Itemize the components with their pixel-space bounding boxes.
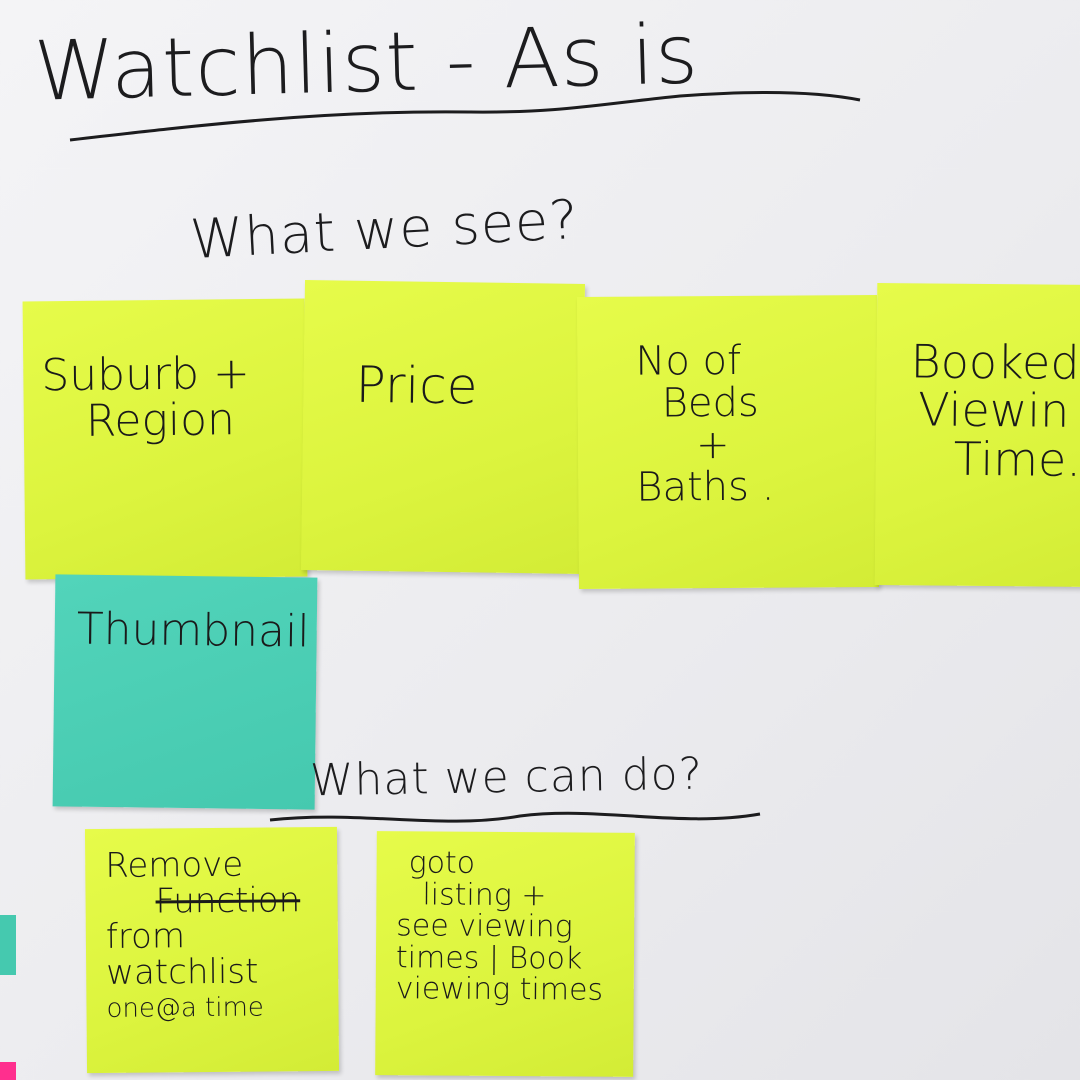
note-goto-line1: goto	[408, 845, 476, 881]
note-beds-line2: Beds	[661, 379, 759, 427]
note-booked-line1: Booked	[910, 334, 1080, 390]
note-remove-line3: from	[105, 916, 186, 958]
note-suburb-region: Suburb + Region	[22, 298, 308, 580]
note-suburb-line2: Region	[85, 394, 236, 448]
note-goto-listing: goto listing + see viewing times | Book …	[375, 831, 635, 1077]
section-heading-what-we-see: What we see?	[188, 187, 581, 272]
note-beds-baths: No of Beds + Baths .	[576, 294, 880, 590]
note-beds-line3: +	[695, 421, 730, 469]
note-thumbnail: Thumbnail	[52, 574, 318, 810]
note-goto-line2: listing +	[422, 876, 547, 913]
note-beds-line1: No of	[635, 337, 742, 385]
note-remove-line1: Remove	[105, 844, 244, 886]
note-booked-viewing-time: Booked Viewin Time.	[874, 283, 1080, 587]
pink-note-edge	[0, 1062, 16, 1080]
title-underline	[69, 91, 861, 142]
note-goto-line3: see viewing	[396, 908, 573, 945]
note-beds-line4: Baths .	[636, 463, 775, 511]
note-booked-line3: Time.	[953, 431, 1080, 487]
teal-note-edge	[0, 915, 16, 975]
note-remove-line4: watchlist	[106, 951, 259, 993]
note-price-line1: Price	[355, 355, 478, 416]
section-heading-what-we-can-do: What we can do?	[309, 748, 704, 807]
note-remove-line2: Function	[155, 879, 301, 922]
note-remove-from-watchlist: Remove Function from watchlist one@a tim…	[84, 826, 340, 1074]
section2-underline	[269, 811, 761, 823]
note-remove-line5: one@a time	[106, 992, 264, 1024]
note-thumbnail-line1: Thumbnail	[76, 603, 310, 658]
note-price: Price	[300, 280, 586, 574]
note-goto-line5: viewing times	[395, 971, 604, 1008]
note-booked-line2: Viewin	[917, 382, 1070, 439]
note-suburb-line1: Suburb +	[41, 348, 251, 402]
note-goto-line4: times | Book	[395, 939, 583, 977]
